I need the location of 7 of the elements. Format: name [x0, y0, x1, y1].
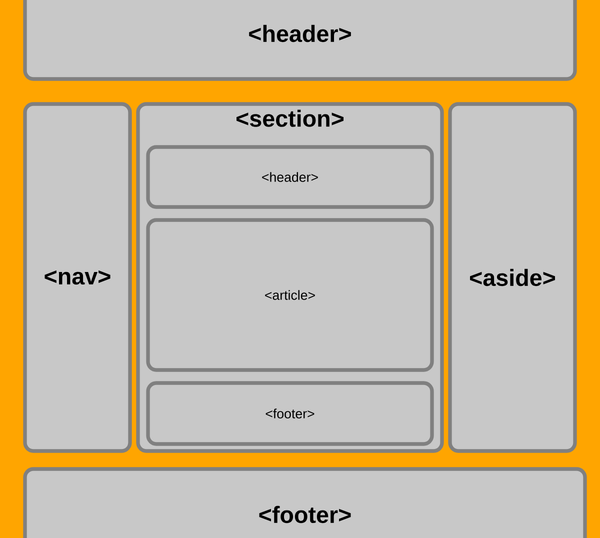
layout-box: <footer>	[23, 467, 587, 538]
layout-box: <nav>	[23, 102, 132, 453]
layout-box: <header>	[23, 0, 577, 81]
layout-box: <aside>	[448, 102, 577, 453]
layout-box: <footer>	[146, 381, 434, 446]
layout-box: <article>	[146, 218, 434, 372]
layout-box: <header>	[146, 145, 434, 209]
